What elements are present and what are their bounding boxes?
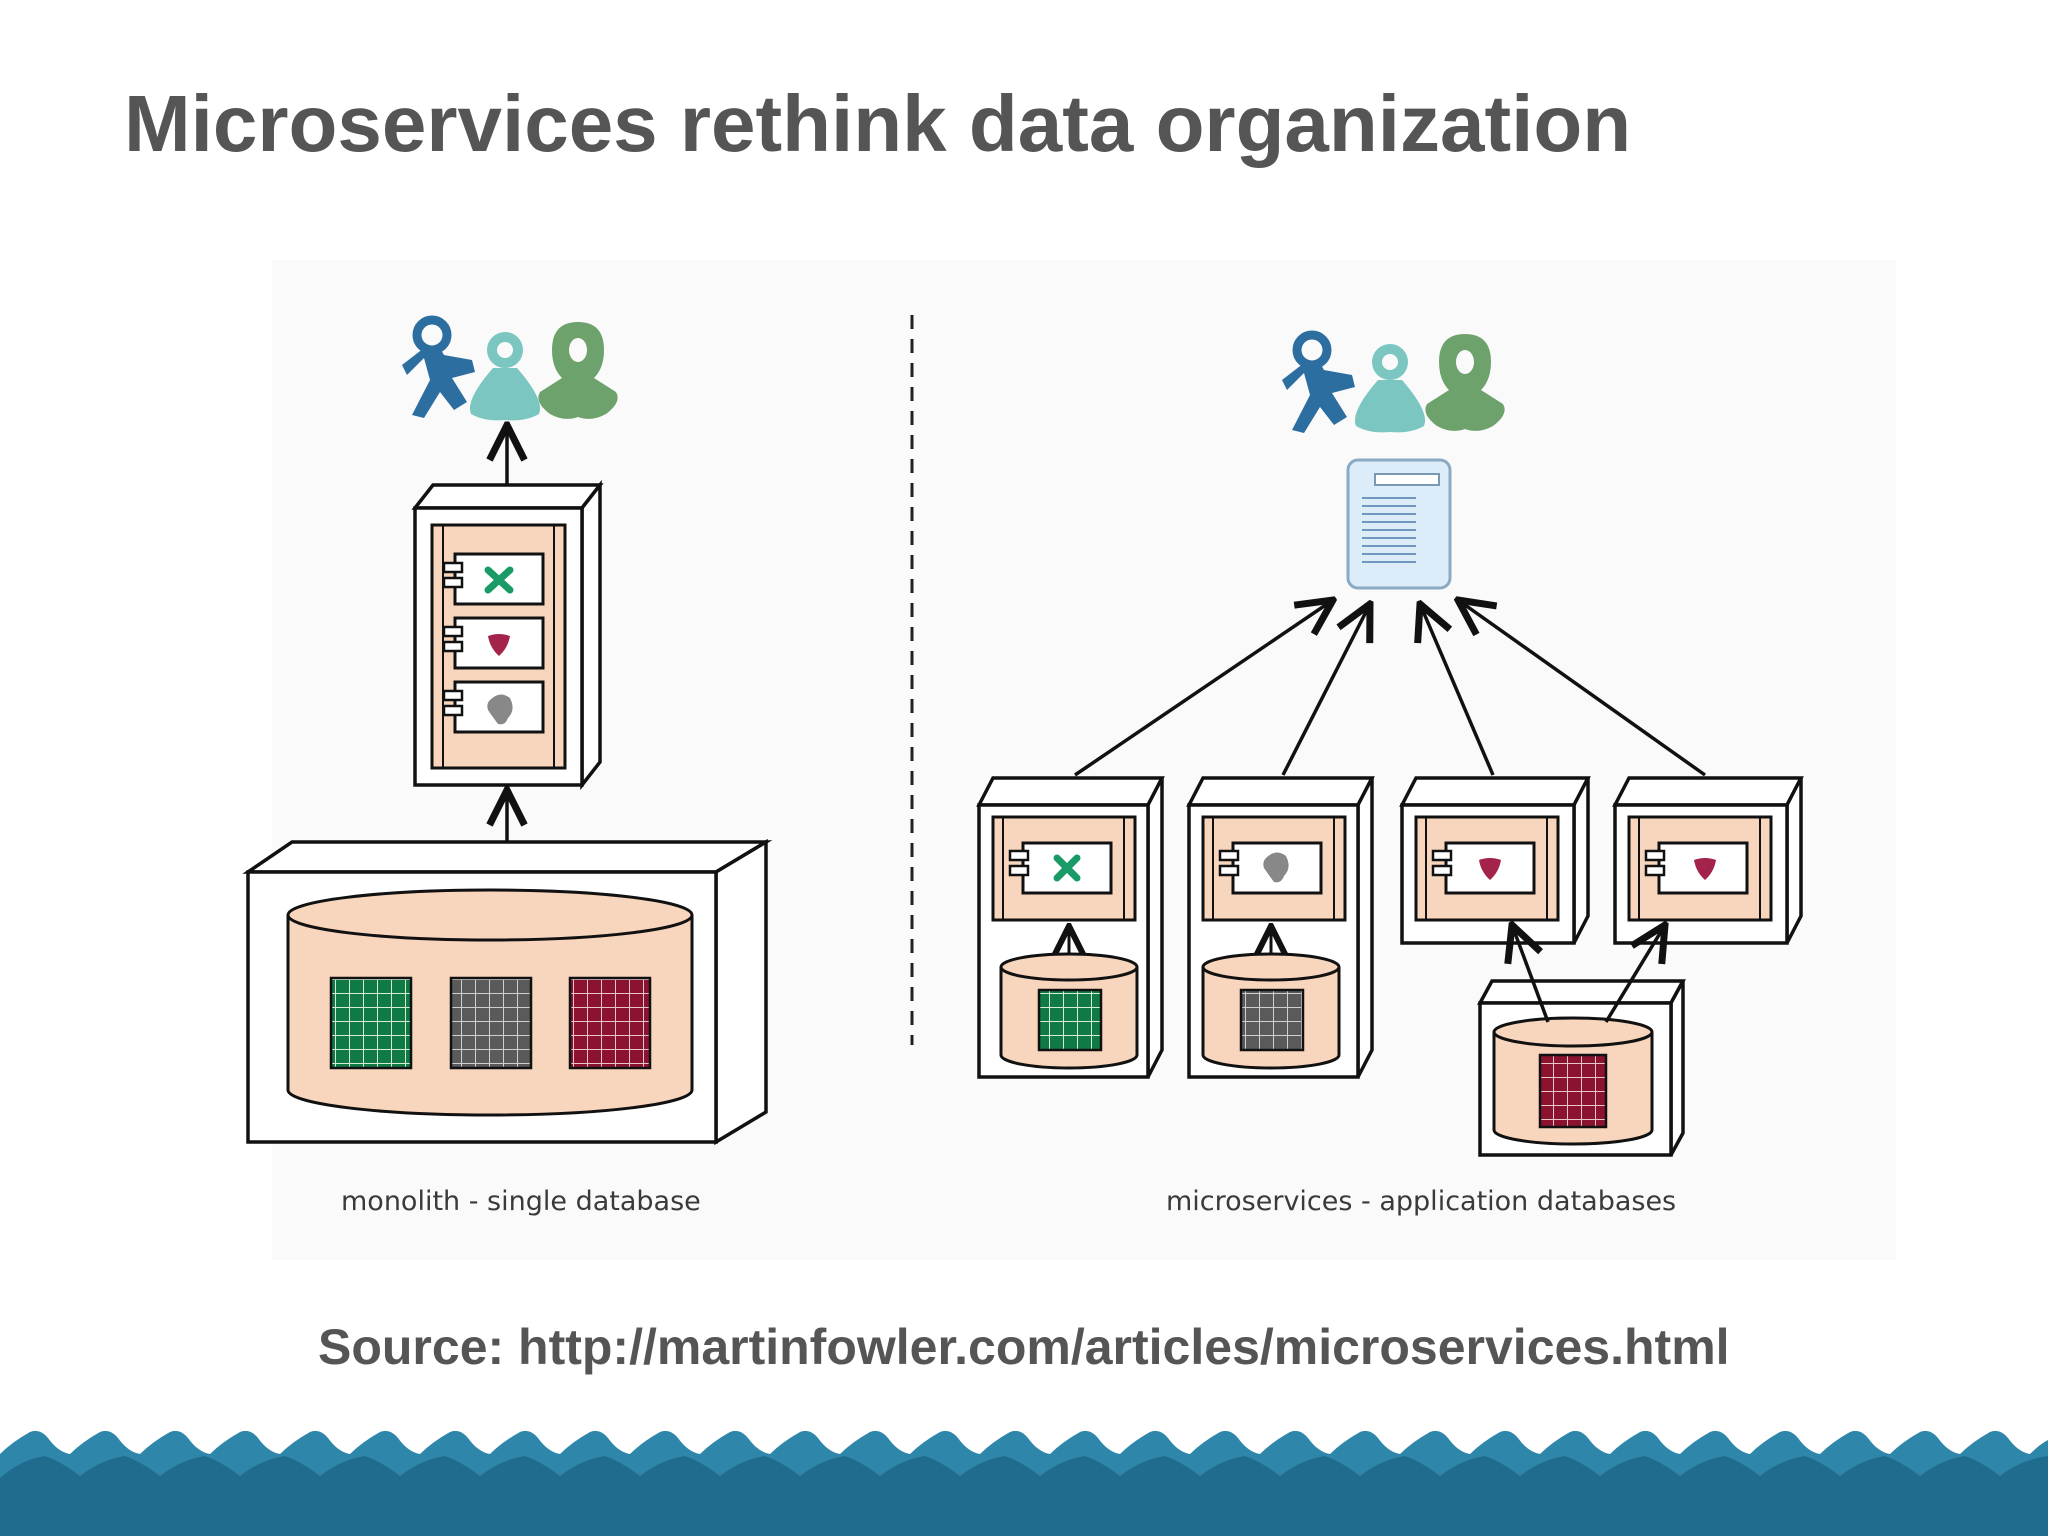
red-heart-icon	[1479, 858, 1501, 880]
arrow-shareddb-to-service4	[1604, 925, 1665, 1023]
table-red	[1538, 1053, 1608, 1129]
user-teal-icon	[469, 332, 541, 421]
microservice-red-1	[1399, 776, 1591, 945]
red-heart-icon	[488, 634, 510, 656]
table-gray	[1239, 988, 1305, 1052]
monolith-app-server	[411, 479, 604, 791]
slide-title: Microservices rethink data organization	[124, 79, 1632, 168]
arrow-shareddb-to-service3	[1512, 925, 1550, 1023]
table-gray	[449, 976, 533, 1070]
user-green-icon	[538, 322, 618, 419]
caption-microservices: microservices - application databases	[1166, 1186, 1677, 1217]
arrow-service3-to-ui	[1420, 604, 1495, 776]
shared-database-red	[1477, 979, 1686, 1157]
ui-document-icon	[1346, 458, 1452, 590]
component-gray	[442, 680, 545, 734]
microservice-green	[976, 776, 1165, 1079]
component-red	[442, 616, 545, 670]
gray-blob-icon	[1263, 852, 1289, 883]
green-cross-icon	[1053, 854, 1081, 882]
caption-monolith: monolith - single database	[341, 1186, 701, 1217]
user-green-icon	[1425, 334, 1505, 431]
component-green	[442, 552, 545, 606]
monolith-database-server	[242, 838, 773, 1146]
user-blue-icon	[1282, 330, 1355, 433]
arrow-service1-to-ui	[1074, 600, 1333, 777]
red-heart-icon	[1694, 858, 1716, 880]
arrow-service4-to-ui	[1458, 600, 1707, 777]
table-green	[329, 976, 413, 1070]
green-cross-icon	[484, 566, 514, 594]
users-icon-group-right	[1282, 330, 1505, 433]
users-icon-group-left	[402, 315, 618, 421]
decorative-waves	[0, 1430, 2048, 1536]
table-red	[568, 976, 652, 1070]
user-blue-icon	[402, 315, 475, 418]
user-teal-icon	[1354, 344, 1426, 433]
source-citation: Source: http://martinfowler.com/articles…	[318, 1319, 1730, 1375]
arrow-service2-to-ui	[1281, 604, 1370, 776]
gray-blob-icon	[487, 694, 513, 725]
table-green	[1037, 988, 1103, 1052]
microservice-gray	[1186, 776, 1375, 1079]
microservice-red-2	[1612, 776, 1804, 945]
